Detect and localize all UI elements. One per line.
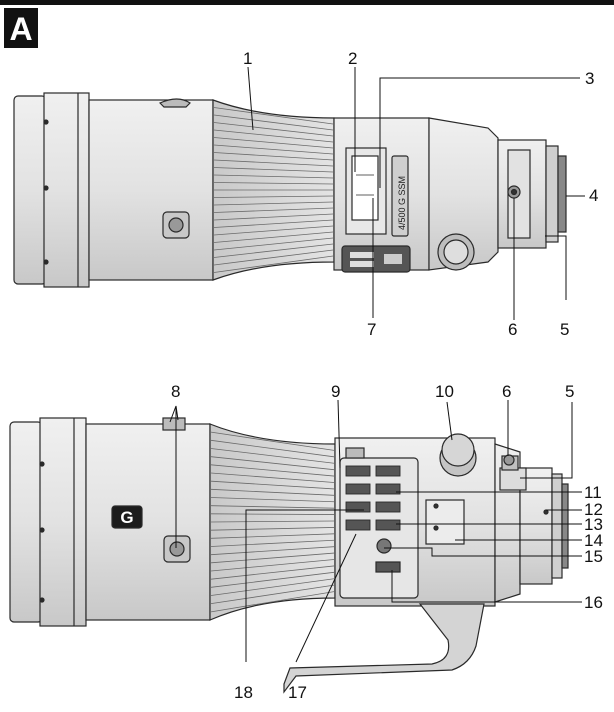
focus-ring-rib [210,464,335,477]
focus-ring-rib [213,129,334,143]
g-logo-badge [111,505,143,529]
focus-ring-rib [210,539,335,547]
focus-ring-rib [213,174,334,179]
callout-6b: 6 [502,382,511,401]
side-bayonet [561,483,569,569]
focus-ring-rib [213,144,334,155]
focus-ring-rib [213,122,334,137]
side-small-label-panel [345,447,365,459]
focus-ring-rib [210,565,335,580]
top-front-barrel [88,99,214,281]
side-foot-plate [425,499,465,545]
focus-ring-rib [213,201,334,206]
focus-ring-rib [213,114,334,131]
focus-ring-rib [210,488,335,496]
focus-ring-rib [210,505,335,509]
callout-3: 3 [585,69,594,88]
lens-model-text: 4/500 G SSM [397,176,407,230]
side-focus-hold-button [376,538,392,554]
callout-9: 9 [331,382,340,401]
focus-ring-rib [210,578,335,596]
focus-ring-rib [210,513,335,515]
side-front-barrel [85,423,211,621]
focus-ring-rib [213,213,334,221]
focus-ring-rib [213,167,334,173]
top-model-plate [391,155,409,237]
panel-label-box [4,8,38,48]
focus-ring-rib [213,107,334,125]
callout-11: 11 [584,483,602,502]
side-hood-front-rim [9,421,43,623]
lens-side-view: G [9,417,569,694]
focus-ring-rib [210,533,335,539]
focus-ring-rib [213,182,334,185]
focus-ring-rib [210,472,335,483]
focus-ring-rib [210,439,335,458]
g-logo-text: G [120,508,133,527]
callout-12: 12 [584,500,603,519]
side-hood-lock-screw [162,417,186,431]
callout-17: 17 [288,683,307,702]
focus-ring-rib [213,207,334,213]
callout-6: 6 [508,320,517,339]
callout-2: 2 [348,49,357,68]
focus-ring-rib [210,571,335,588]
side-foot-clamp [499,467,527,491]
focus-ring-rib [213,152,334,161]
callout-7: 7 [367,320,376,339]
focus-ring-rib [210,497,335,503]
lens-top-view: 4/500 G SSM [13,92,567,288]
focus-ring-rib [210,480,335,490]
callout-13: 13 [584,515,603,534]
callout-16: 16 [584,593,603,612]
callout-5b: 5 [565,382,574,401]
panel-label: A [9,11,32,47]
callout-1: 1 [243,49,252,68]
focus-ring-rib [210,527,335,531]
focus-ring-rib [210,584,335,605]
callout-8: 8 [171,382,180,401]
focus-ring-rib [213,237,334,251]
callout-18: 18 [234,683,253,702]
callout-15: 15 [584,547,603,566]
focus-ring-rib [210,591,335,613]
focus-ring-rib [213,219,334,228]
top-hood-front-rim [13,95,47,285]
callout-5: 5 [560,320,569,339]
top-bayonet [557,155,567,233]
side-foot-screw [503,454,515,466]
focus-ring-rib [210,552,335,564]
focus-ring-rib [210,559,335,572]
focus-ring-rib [210,546,335,556]
focus-ring-rib [210,431,335,451]
focus-ring-rib [213,137,334,149]
top-rear-body [428,117,499,271]
focus-ring-rib [213,243,334,258]
top-distance-window [351,155,379,221]
tripod-foot [283,603,485,694]
side-switches [345,465,401,531]
focus-ring-rib [210,448,335,464]
focus-ring-rib [213,249,334,266]
side-beep-switch [375,561,401,573]
side-tripod-knob [441,433,475,467]
focus-ring-rib [213,159,334,167]
callout-14: 14 [584,531,603,550]
callout-4: 4 [589,186,598,205]
focus-ring-rib [213,195,334,198]
focus-ring-rib [213,255,334,273]
focus-ring-rib [213,231,334,243]
side-mount-indicator [543,509,549,515]
focus-ring-rib [213,225,334,236]
top-hood [43,92,90,288]
side-hood [39,417,87,627]
focus-ring-rib [210,456,335,471]
header-bar [0,0,614,5]
focus-ring-rib [210,520,335,523]
callout-10: 10 [435,382,454,401]
